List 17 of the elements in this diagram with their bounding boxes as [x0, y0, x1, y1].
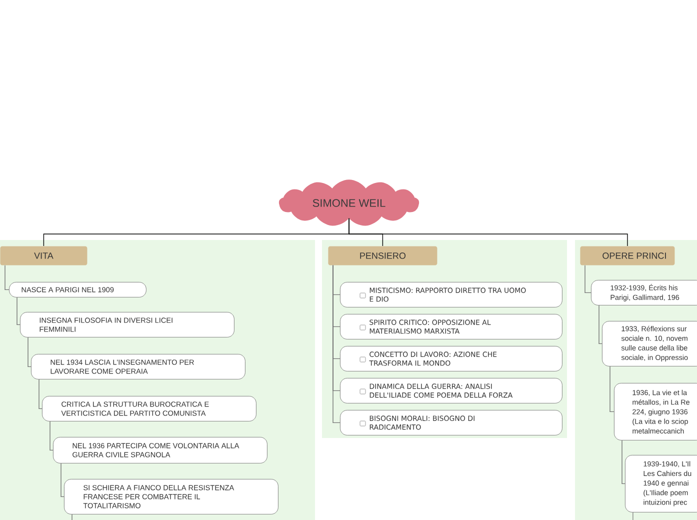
connector-line [38, 379, 42, 410]
connector-line [28, 337, 32, 368]
connector-line [348, 218, 628, 246]
topic-box: OPERE PRINCI [580, 246, 675, 266]
connector-line [332, 265, 340, 424]
connector-line [622, 440, 626, 484]
connector-line [632, 512, 634, 520]
connector-line [60, 463, 64, 498]
cloud-node: SIMONE WEIL [278, 180, 420, 226]
connector-line [4, 265, 10, 290]
connector-line [598, 305, 602, 344]
connector-line [610, 366, 614, 412]
connector-line [584, 265, 592, 294]
topic-box: PENSIERO [328, 246, 438, 266]
connector-line [50, 421, 54, 451]
connector-line [16, 297, 20, 326]
topic-box: VITA [0, 246, 88, 266]
